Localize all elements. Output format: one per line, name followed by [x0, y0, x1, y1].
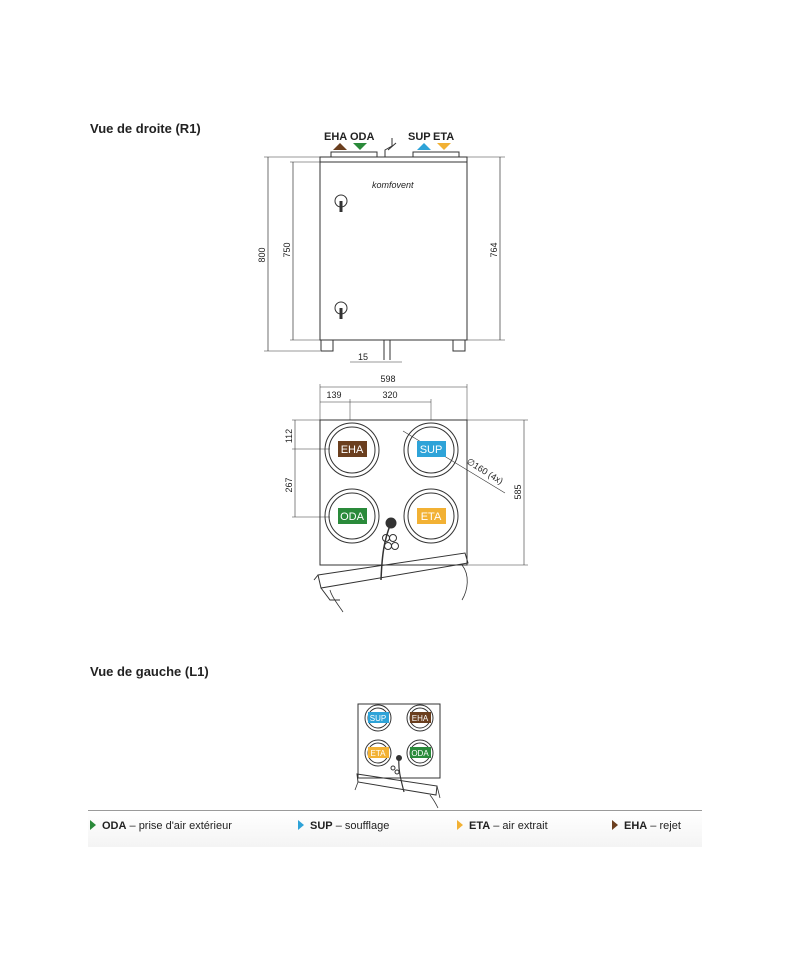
legend-text: – soufflage [335, 820, 390, 832]
dim-750: 750 [282, 242, 292, 257]
badge-oda [338, 508, 367, 524]
left-badge-sup-label: SUP [370, 714, 386, 723]
dim-320: 320 [382, 390, 397, 400]
left-badge-sup [368, 712, 389, 723]
badge-oda-label: ODA [340, 511, 365, 523]
left-badge-eta-label: ETA [371, 749, 387, 758]
left-badge-eta [368, 747, 389, 758]
dim-112: 112 [284, 429, 294, 443]
eta-triangle-icon [437, 143, 451, 150]
dim-585: 585 [513, 484, 523, 499]
legend-text: – rejet [650, 820, 681, 832]
badge-eta [417, 508, 446, 524]
legend-item-eta: ETA – air extrait [457, 820, 548, 832]
top-label-eta: ETA [433, 131, 454, 143]
left-badge-oda [410, 747, 431, 758]
badge-sup-label: SUP [420, 444, 443, 456]
left-view-title: Vue de gauche (L1) [90, 664, 209, 679]
legend-text: – air extrait [493, 820, 548, 832]
left-badge-eha [410, 712, 431, 723]
eta-arrow-icon [457, 820, 463, 830]
dim-800: 800 [257, 247, 267, 262]
eha-triangle-icon [333, 143, 347, 150]
sup-triangle-icon [417, 143, 431, 150]
eha-arrow-icon [612, 820, 618, 830]
badge-eha-label: EHA [341, 444, 364, 456]
front-view: EHA ODA SUP ETA komfovent [264, 131, 505, 363]
dim-139: 139 [326, 390, 341, 400]
upper-latch-icon [334, 194, 348, 212]
top-label-oda: ODA [350, 131, 375, 143]
top-view [292, 384, 528, 613]
oda-triangle-icon [353, 143, 367, 150]
top-label-eha: EHA [324, 131, 347, 143]
top-label-sup: SUP [408, 131, 431, 143]
legend-text: – prise d'air extérieur [129, 820, 232, 832]
badge-eha [338, 441, 367, 457]
legend-code: EHA [624, 820, 648, 832]
legend-item-eha: EHA – rejet [612, 820, 681, 832]
legend-item-sup: SUP – soufflage [298, 820, 389, 832]
brand-logo: komfovent [372, 180, 414, 190]
badge-eta-label: ETA [421, 511, 442, 523]
dim-diameter: ∅160 (4x) [465, 456, 505, 486]
dim-15: 15 [358, 352, 368, 362]
left-badge-eha-label: EHA [412, 714, 429, 723]
dim-267: 267 [284, 477, 294, 492]
left-badge-oda-label: ODA [411, 749, 429, 758]
dim-764: 764 [489, 242, 499, 257]
legend-code: ODA [102, 820, 127, 832]
lower-latch-icon [334, 301, 348, 319]
sup-arrow-icon [298, 820, 304, 830]
legend-item-oda: ODA – prise d'air extérieur [90, 820, 232, 832]
left-view [354, 703, 441, 809]
right-view-title: Vue de droite (R1) [90, 121, 201, 136]
legend-code: ETA [469, 820, 491, 832]
oda-arrow-icon [90, 820, 96, 830]
dim-598: 598 [380, 374, 395, 384]
legend: ODA – prise d'air extérieur SUP – souffl… [88, 810, 702, 847]
badge-sup [417, 441, 446, 457]
legend-code: SUP [310, 820, 333, 832]
